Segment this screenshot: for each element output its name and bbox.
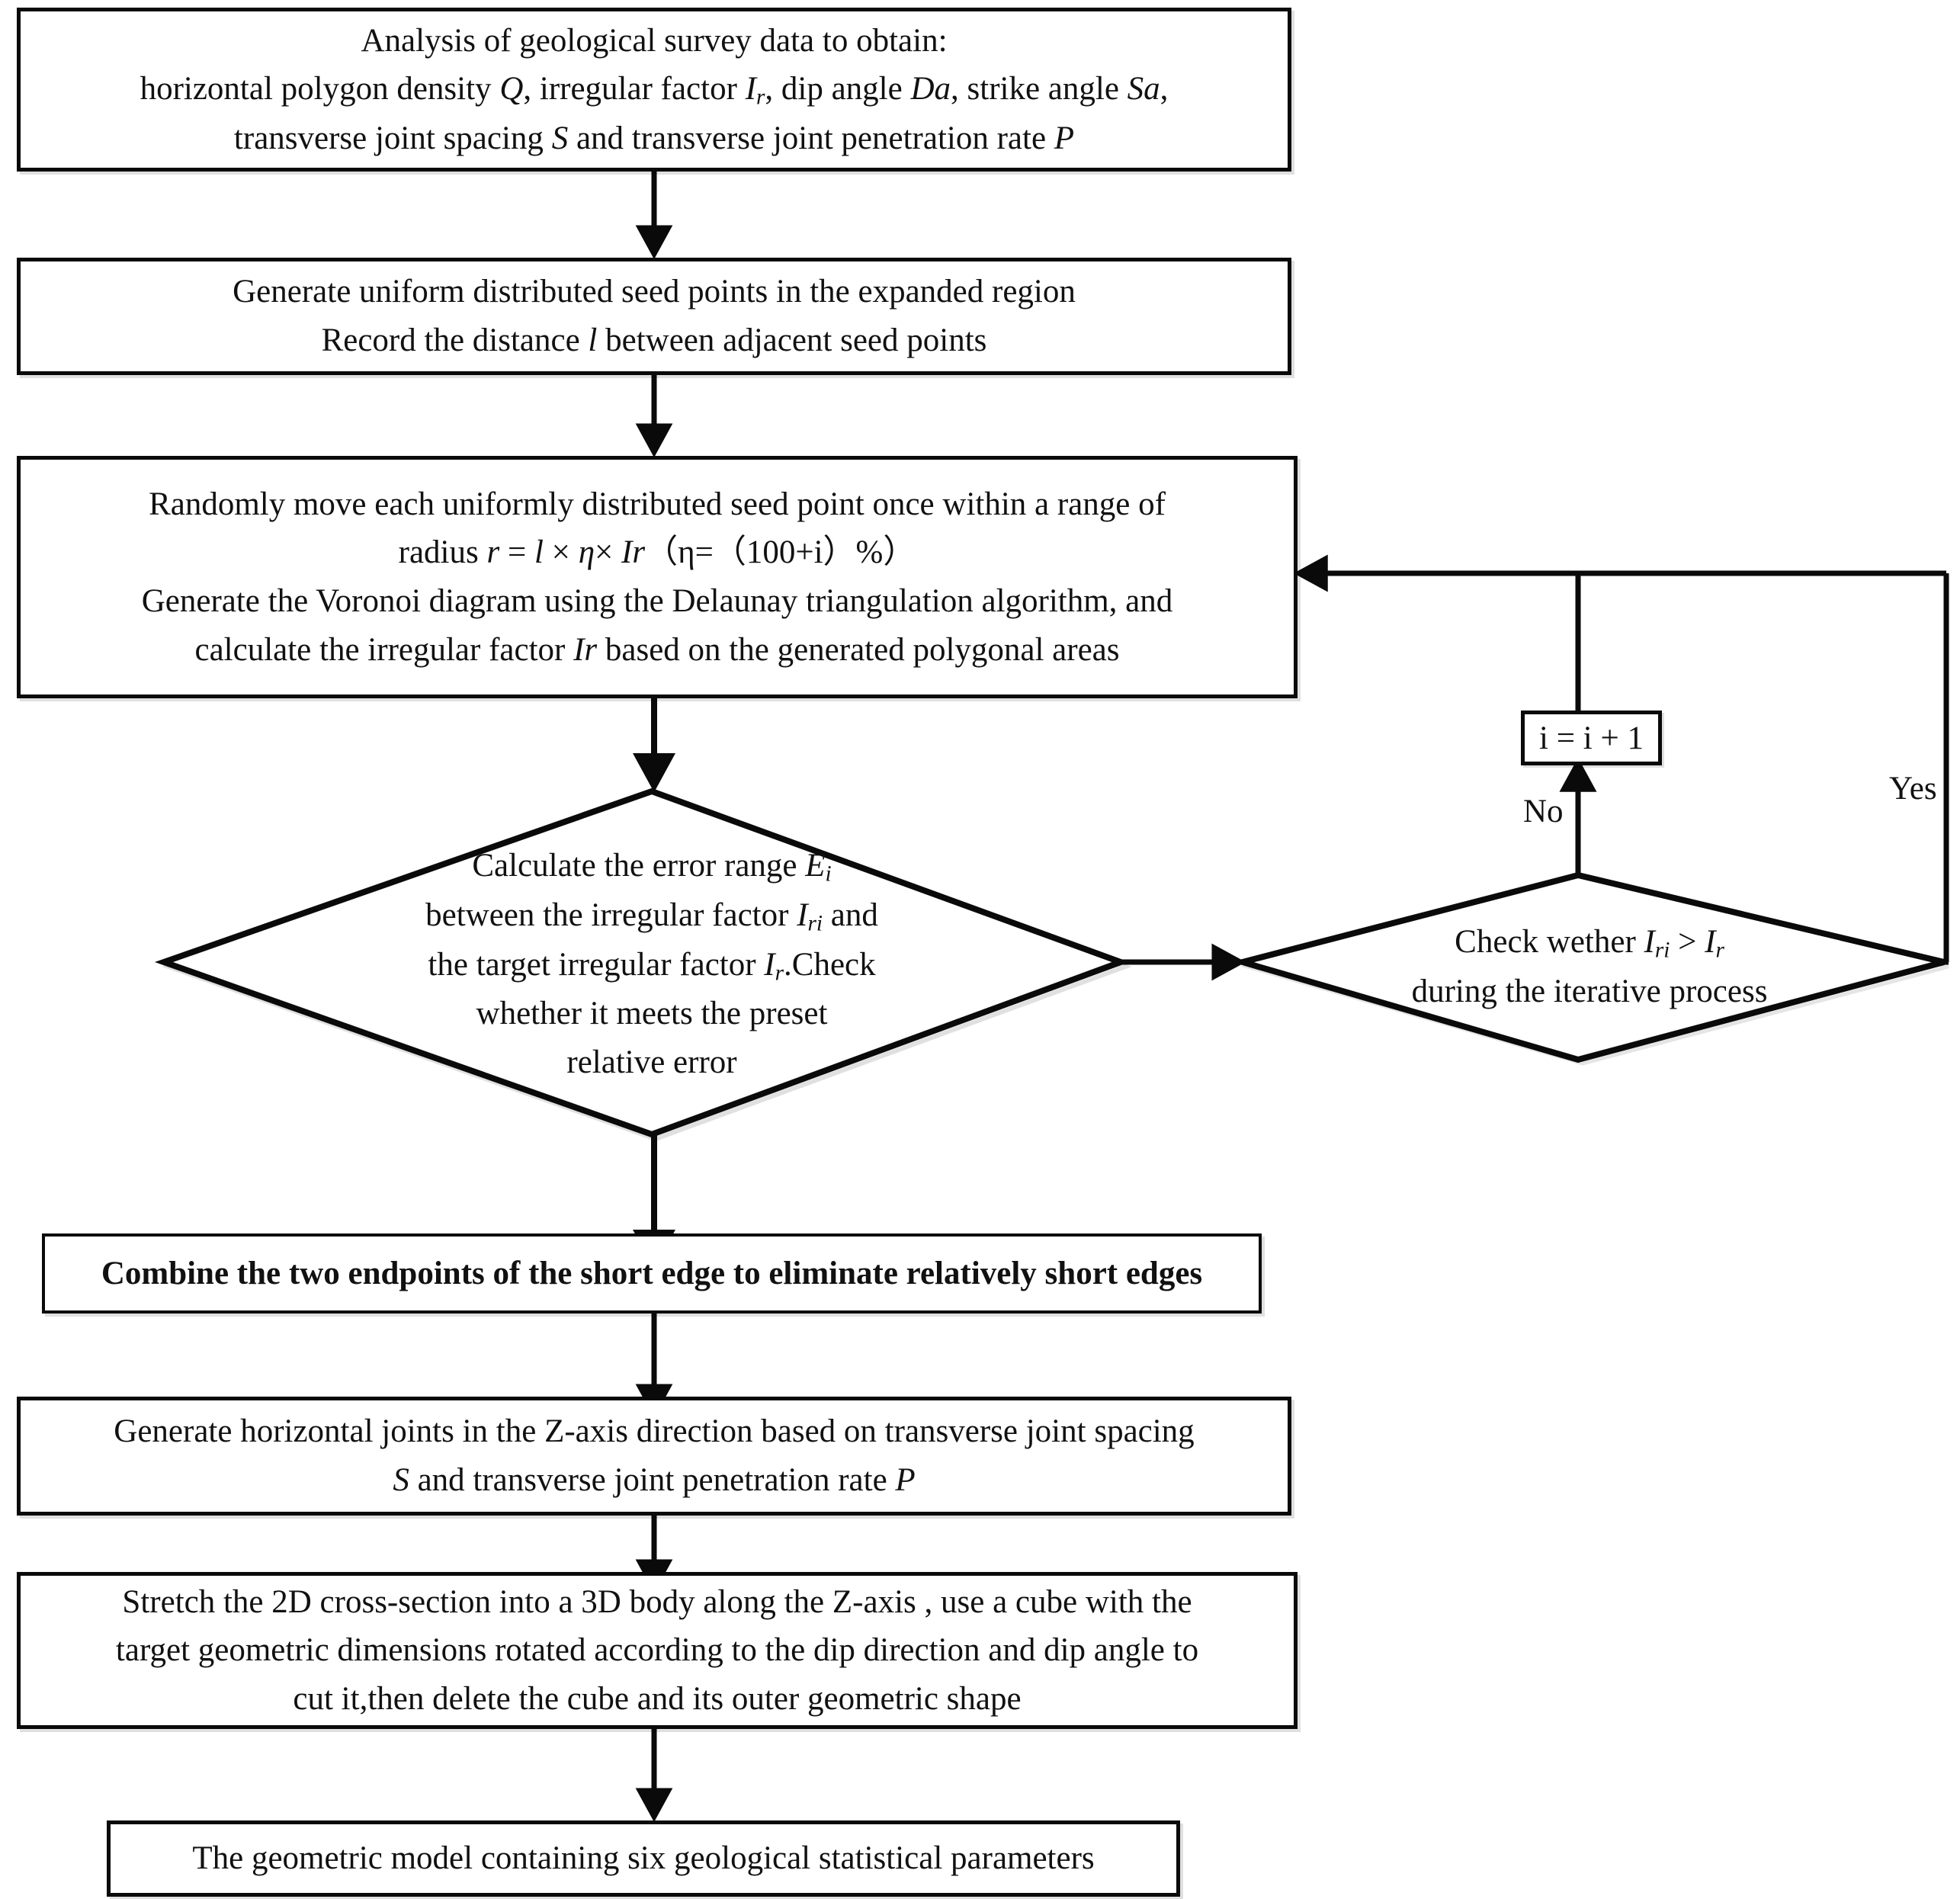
node-final-geometric-model: The geometric model containing six geolo… (107, 1820, 1180, 1897)
node2-line-2: Record the distance l between adjacent s… (321, 322, 987, 358)
diamond-check-condition-text: Check wether Iri > Ir during the iterati… (1311, 913, 1868, 1020)
node1-line-2: horizontal polygon density Q, irregular … (140, 71, 1169, 110)
diamond-error-shadow (161, 793, 1132, 1142)
node7-line-1: The geometric model containing six geolo… (192, 1840, 1095, 1877)
node-increment-counter: i = i + 1 (1521, 711, 1662, 765)
node-analysis-survey-data: Analysis of geological survey data to ob… (17, 8, 1291, 172)
increment-label: i = i + 1 (1539, 720, 1644, 756)
node6-line-2: target geometric dimensions rotated acco… (115, 1632, 1199, 1669)
diamond-check-shadow (1240, 878, 1949, 1066)
node4-line-1: Combine the two endpoints of the short e… (101, 1255, 1203, 1291)
node5-line-1: Generate horizontal joints in the Z-axis… (114, 1413, 1195, 1450)
node1-line-3: transverse joint spacing S and transvers… (233, 120, 1075, 156)
node3-line-3: Generate the Voronoi diagram using the D… (141, 583, 1173, 619)
node3-line-4: calculate the irregular factor Ir based … (194, 631, 1120, 668)
diamond-error-range-text: Calculate the error range Ei between the… (347, 846, 957, 1083)
d1-line-3: the target irregular factor Ir.Check (428, 946, 876, 986)
node-random-move-voronoi: Randomly move each uniformly distributed… (17, 456, 1298, 698)
node1-line-1: Analysis of geological survey data to ob… (361, 22, 948, 59)
node-generate-seed-points: Generate uniform distributed seed points… (17, 258, 1291, 375)
d1-line-4: whether it meets the preset (476, 996, 828, 1032)
d2-line-2: during the iterative process (1411, 973, 1768, 1009)
node6-line-1: Stretch the 2D cross-section into a 3D b… (122, 1583, 1192, 1620)
diamond-check-condition (1230, 871, 1946, 1063)
node5-line-2: S and transverse joint penetration rate … (393, 1462, 916, 1498)
node6-line-3: cut it,then delete the cube and its oute… (293, 1680, 1022, 1717)
edge-label-no: No (1523, 794, 1564, 829)
d1-line-2: between the irregular factor Iri and (425, 897, 878, 936)
node2-line-1: Generate uniform distributed seed points… (233, 274, 1076, 310)
node3-line-2: radius r = l × η× Ir（η=（100+i）%） (398, 534, 916, 571)
node-combine-short-edges: Combine the two endpoints of the short e… (42, 1233, 1262, 1314)
d2-line-1: Check wether Iri > Ir (1455, 923, 1724, 963)
node-stretch-3d-body: Stretch the 2D cross-section into a 3D b… (17, 1572, 1298, 1729)
node3-line-1: Randomly move each uniformly distributed… (149, 486, 1166, 522)
edge-label-yes: Yes (1889, 771, 1937, 807)
diamond-error-range (154, 788, 1130, 1138)
d1-line-1: Calculate the error range Ei (472, 848, 832, 887)
node-generate-horizontal-joints: Generate horizontal joints in the Z-axis… (17, 1397, 1291, 1516)
d1-line-5: relative error (566, 1044, 737, 1081)
